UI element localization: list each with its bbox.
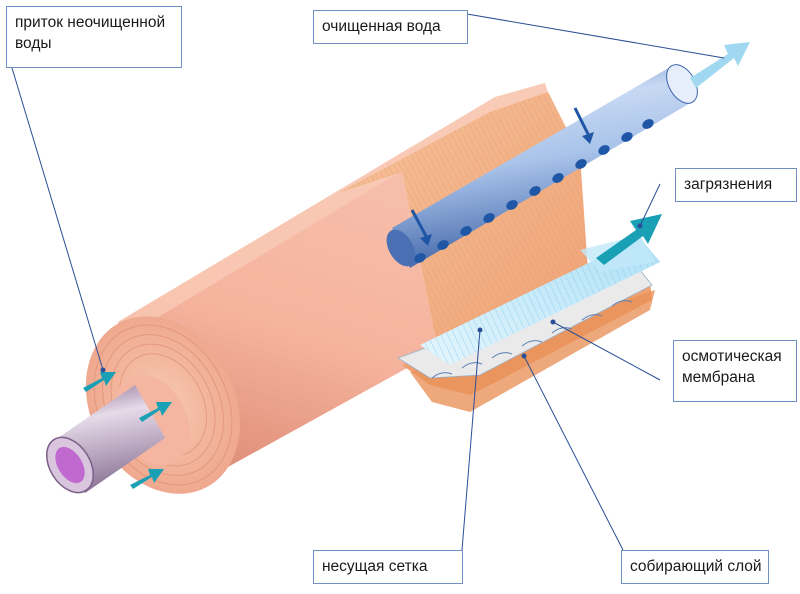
inflow-arrows — [83, 372, 172, 489]
label-impurities-text: загрязнения — [684, 176, 773, 193]
label-purified-water: очищенная вода — [313, 10, 468, 44]
label-support-mesh-text: несущая сетка — [322, 558, 428, 575]
label-inflow: приток неочищенной воды — [6, 6, 182, 68]
membrane-layers — [397, 235, 660, 412]
label-membrane-line1: осмотическая — [682, 348, 782, 365]
label-inflow-line2: воды — [15, 35, 52, 52]
outflow-arrow — [690, 42, 750, 88]
label-membrane-line2: мембрана — [682, 369, 756, 386]
label-inflow-line1: приток неочищенной — [15, 14, 166, 31]
label-collecting-layer: собирающий слой — [621, 550, 769, 584]
label-support-mesh: несущая сетка — [313, 550, 463, 584]
label-impurities: загрязнения — [675, 168, 797, 202]
label-collecting-layer-text: собирающий слой — [630, 558, 762, 575]
permeate-pipe — [386, 64, 698, 268]
leader-dots — [100, 223, 643, 373]
label-membrane: осмотическая мембрана — [673, 340, 797, 402]
leader-lines — [11, 13, 725, 551]
impurities-arrow — [596, 214, 662, 265]
inlet-pipe — [46, 374, 190, 494]
label-purified-text: очищенная вода — [322, 18, 441, 35]
